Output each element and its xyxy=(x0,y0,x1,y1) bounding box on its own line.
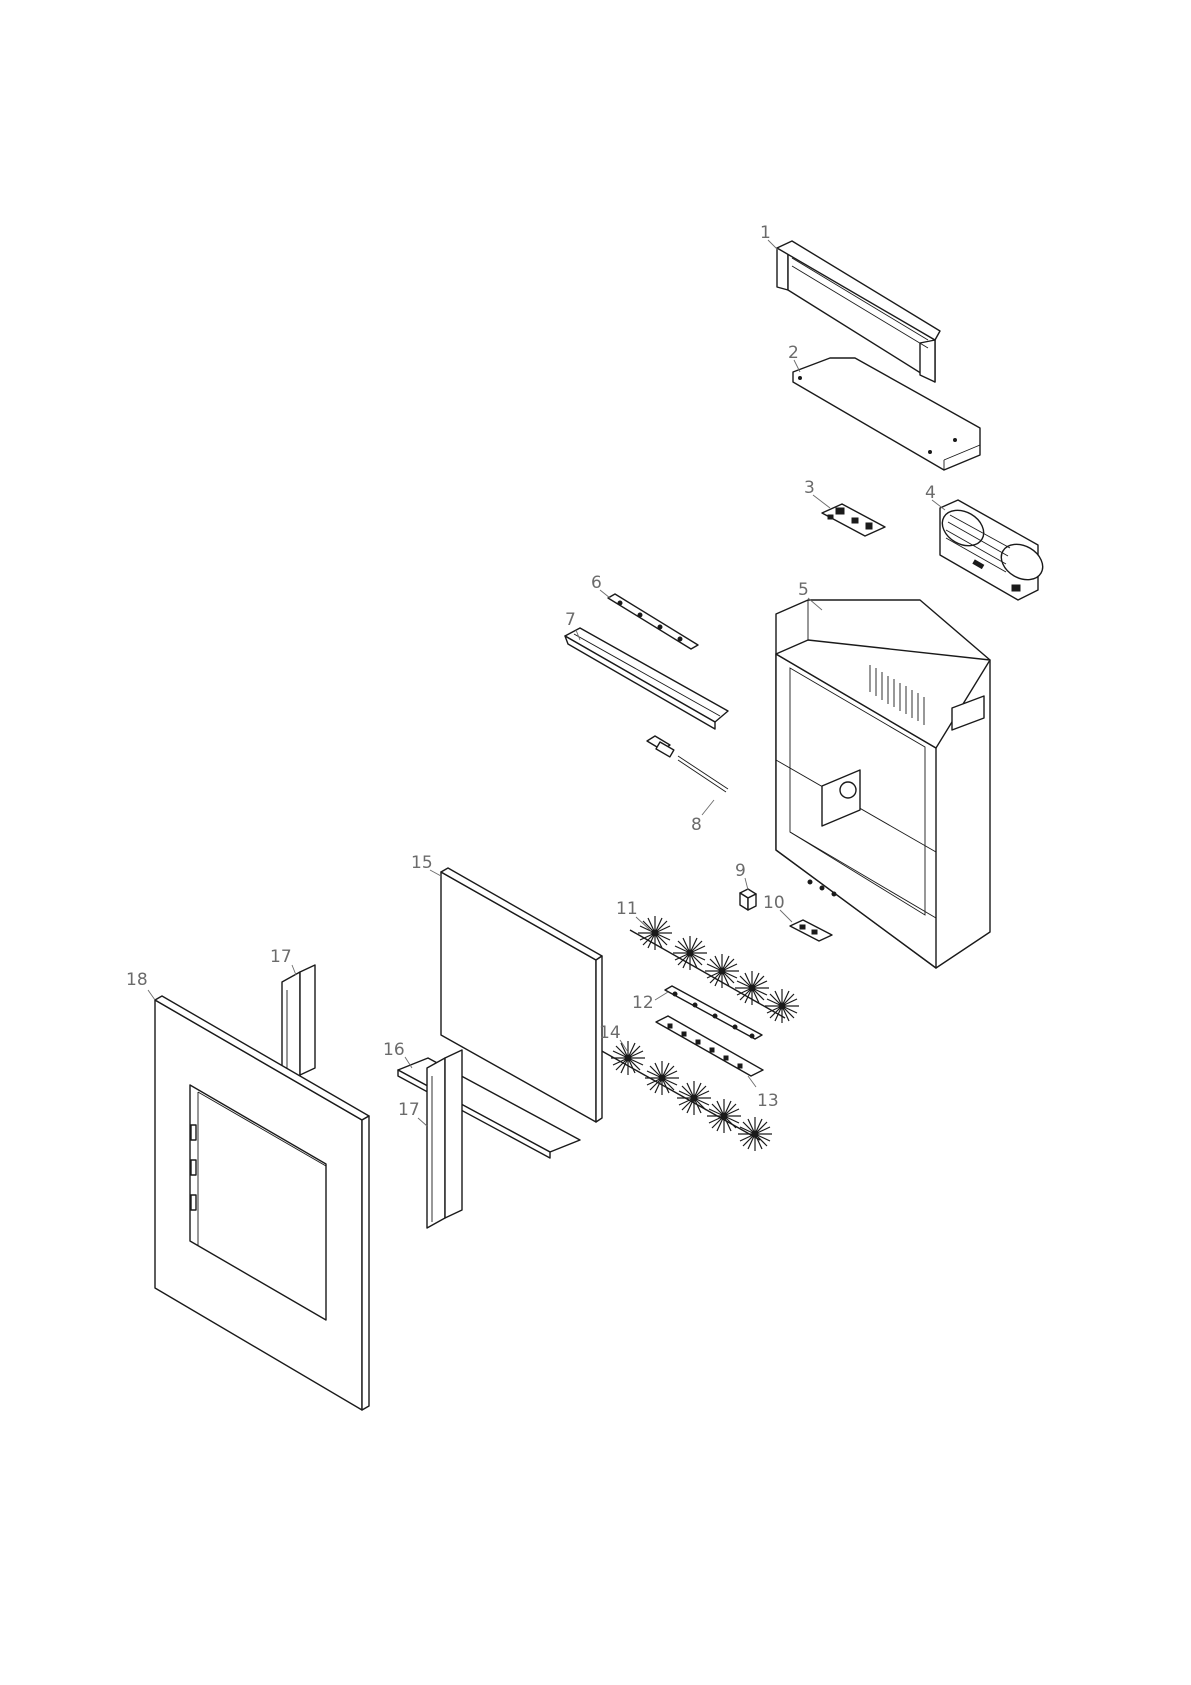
part-18-front-frame xyxy=(155,996,369,1410)
callout-15: 15 xyxy=(411,853,433,873)
part-2-top-plate xyxy=(793,358,980,470)
callout-16: 16 xyxy=(383,1040,405,1060)
part-4-blower-fan xyxy=(936,500,1049,600)
part-6-led-strip xyxy=(608,594,698,649)
part-8-power-cord xyxy=(647,736,728,792)
part-9-switch xyxy=(740,889,756,910)
callout-14: 14 xyxy=(599,1023,621,1043)
callout-13: 13 xyxy=(757,1091,779,1111)
callout-8: 8 xyxy=(691,815,702,835)
part-5-firebox-body xyxy=(776,600,990,968)
flame-spinner xyxy=(705,954,739,988)
flame-spinner xyxy=(707,1099,741,1133)
callout-5: 5 xyxy=(798,580,809,600)
flame-spinner xyxy=(765,989,799,1023)
flame-spinner xyxy=(611,1041,645,1075)
callout-17-lower: 17 xyxy=(398,1100,420,1120)
callout-11: 11 xyxy=(616,899,638,919)
flame-spinner xyxy=(735,971,769,1005)
part-3-control-board xyxy=(822,504,885,536)
flame-spinner xyxy=(645,1061,679,1095)
part-13-led-board xyxy=(656,1016,763,1076)
flame-spinner xyxy=(738,1117,772,1151)
callout-2: 2 xyxy=(788,343,799,363)
callout-9: 9 xyxy=(735,861,746,881)
callout-7: 7 xyxy=(565,610,576,630)
part-10-small-pcb xyxy=(790,920,832,941)
callout-4: 4 xyxy=(925,483,936,503)
part-14-flame-spinner-lower xyxy=(600,1041,772,1151)
callout-10: 10 xyxy=(763,893,785,913)
callout-1: 1 xyxy=(760,223,771,243)
flame-spinner xyxy=(677,1081,711,1115)
part-17-side-bracket-lower xyxy=(427,1050,462,1228)
flame-spinner xyxy=(638,916,672,950)
part-7-channel-rail xyxy=(565,628,728,729)
callout-17-upper: 17 xyxy=(270,947,292,967)
callout-18: 18 xyxy=(126,970,148,990)
flame-spinner xyxy=(673,936,707,970)
callout-6: 6 xyxy=(591,573,602,593)
part-11-flame-spinner-upper xyxy=(630,916,799,1023)
part-17-side-bracket-upper xyxy=(282,965,315,1085)
callout-12: 12 xyxy=(632,993,654,1013)
callout-3: 3 xyxy=(804,478,815,498)
